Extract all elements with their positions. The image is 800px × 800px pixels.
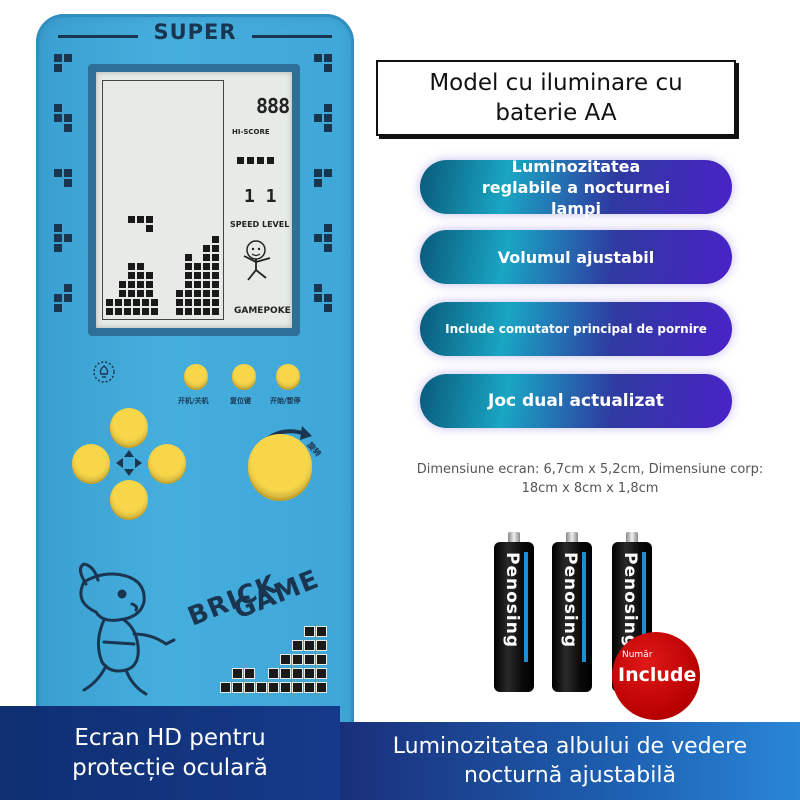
reset-button[interactable]	[232, 364, 256, 388]
model-title-text: Model cu iluminare cu baterie AA	[429, 70, 683, 126]
decal-brick-stack	[204, 626, 334, 704]
battery-1: Penosing	[494, 532, 534, 692]
battery-3: Penosing	[612, 532, 652, 692]
battery-2: Penosing	[552, 532, 592, 692]
dpad-left-button[interactable]	[72, 444, 110, 482]
next-piece-preview	[236, 156, 282, 166]
battery-brand-label: Penosing	[560, 552, 580, 648]
banner-left-text: Ecran HD pentru protecție oculară	[72, 725, 268, 781]
battery-brand-label: Penosing	[502, 552, 522, 648]
score-readout: 888	[256, 94, 290, 118]
gamepoke-label: GAMEPOKE	[234, 306, 291, 316]
feature-pill-label: Joc dual actualizat	[488, 390, 664, 411]
dpad-up-button[interactable]	[110, 408, 148, 446]
dpad-right-button[interactable]	[148, 444, 186, 482]
battery-brand-label: Penosing	[620, 552, 640, 648]
feature-pill-dual-game: Joc dual actualizat	[420, 374, 732, 428]
handheld-console: SUPER	[36, 14, 354, 784]
dimensions-text: Dimensiune ecran: 6,7cm x 5,2cm, Dimensi…	[416, 462, 764, 496]
side-decoration-right	[314, 54, 336, 344]
dog-mascot-icon	[79, 562, 176, 696]
dpad-arrows-icon	[116, 450, 142, 476]
feature-pill-power-switch: Include comutator principal de pornire	[420, 302, 732, 356]
banner-eye-protection: Ecran HD pentru protecție oculară	[0, 706, 340, 800]
level-digits: 1 1	[244, 186, 277, 207]
speed-level-label: SPEED LEVEL	[230, 220, 290, 229]
power-button-label: 开机/关机	[178, 397, 209, 405]
side-decoration-left	[54, 54, 76, 344]
brand-line-right	[252, 35, 332, 38]
feature-pill-volume: Volumul ajustabil	[420, 230, 732, 284]
feature-pill-label: Volumul ajustabil	[497, 247, 655, 267]
badge-main-text: Include	[618, 664, 697, 686]
banner-right-text: Luminozitatea albului de vedere nocturnă…	[392, 734, 748, 788]
tetris-playfield	[102, 80, 224, 320]
badge-top-text: Număr	[622, 650, 653, 660]
model-title-box: Model cu iluminare cu baterie AA	[376, 60, 736, 136]
power-button[interactable]	[184, 364, 208, 388]
mascot-icon	[243, 240, 271, 281]
feature-pill-label: Include comutator principal de pornire	[445, 321, 707, 336]
brand-logo: SUPER	[153, 20, 237, 44]
banner-night-vision: Luminozitatea albului de vedere nocturnă…	[340, 722, 800, 800]
start-pause-button-label: 开始/暂停	[270, 397, 301, 405]
lcd-screen: 888 HI-SCORE 1 1 SPEED LEVEL GAMEPOKE	[96, 72, 292, 328]
game-decal-text: GAME	[229, 564, 324, 626]
lightbulb-icon[interactable]	[92, 360, 116, 384]
rotate-button[interactable]	[248, 434, 312, 498]
feature-pill-brightness: Luminozitatea reglabile a nocturnei lamp…	[420, 157, 732, 218]
start-pause-button[interactable]	[276, 364, 300, 388]
hiscore-label: HI-SCORE	[232, 128, 270, 136]
brand-line-left	[58, 35, 138, 38]
reset-button-label: 复位键	[230, 397, 251, 405]
feature-pill-label: Luminozitatea reglabile a nocturnei lamp…	[481, 156, 671, 218]
dpad-down-button[interactable]	[110, 480, 148, 518]
included-badge	[612, 632, 700, 720]
